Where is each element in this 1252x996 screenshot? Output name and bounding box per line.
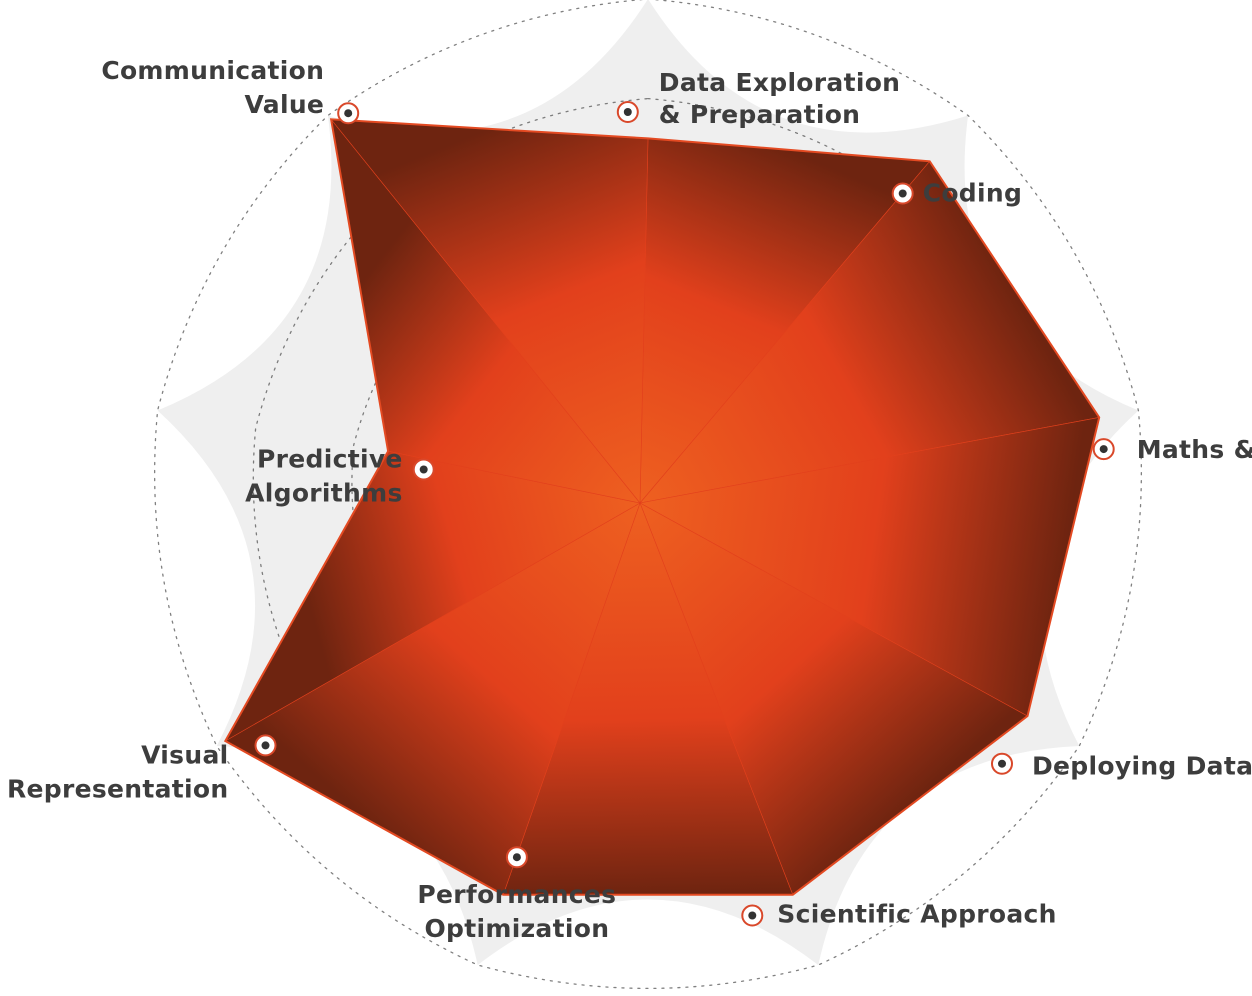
axis-label-line: Communication	[101, 56, 324, 85]
axis-label-line: Value	[245, 90, 325, 119]
axis-labels-layer: Data Exploration & PreparationCodingMaths…	[7, 56, 1252, 943]
axis-markers-layer	[254, 101, 1115, 927]
marker-dot-maths-and-stats	[1099, 445, 1108, 454]
marker-dot-predictive-algorithms	[419, 465, 428, 474]
axis-label-deploying-data-pipelines: Deploying Data Pipelines	[1032, 752, 1252, 781]
marker-dot-performances-optimization	[512, 853, 521, 862]
axis-label-coding: Coding	[923, 179, 1022, 208]
axis-label-line: Deploying Data Pipelines	[1032, 752, 1252, 781]
data-polygon-outline	[223, 118, 1101, 896]
axis-label-line: Algorithms	[245, 479, 403, 508]
axis-label-line: Performances	[417, 880, 616, 909]
marker-dot-scientific-approach	[748, 911, 757, 920]
marker-dot-communication-value	[344, 109, 353, 118]
axis-label-line: Visual	[141, 740, 228, 769]
axis-label-line: Scientific Approach	[777, 900, 1056, 929]
axis-label-line: Coding	[923, 179, 1022, 208]
axis-label-line: Maths & Stats	[1137, 435, 1252, 464]
data-polygon-layer	[223, 118, 1101, 896]
marker-dot-visual-representation	[261, 741, 270, 750]
axis-label-line: Optimization	[424, 914, 609, 943]
axis-label-maths-and-stats: Maths & Stats	[1137, 435, 1252, 464]
axis-label-data-exploration-and-preparation: Data Exploration & Preparation	[659, 68, 900, 129]
axis-label-line: Data Exploration	[659, 68, 900, 97]
marker-dot-deploying-data-pipelines	[998, 759, 1006, 768]
axis-label-line: & Preparation	[659, 100, 860, 129]
grid-ring-5	[154, 0, 1142, 989]
axis-label-line: Predictive	[257, 445, 403, 474]
marker-dot-data-exploration-and-preparation	[623, 108, 632, 116]
axis-label-line: Representation	[7, 774, 229, 803]
marker-dot-coding	[898, 189, 907, 198]
axis-label-scientific-approach: Scientific Approach	[777, 900, 1056, 929]
